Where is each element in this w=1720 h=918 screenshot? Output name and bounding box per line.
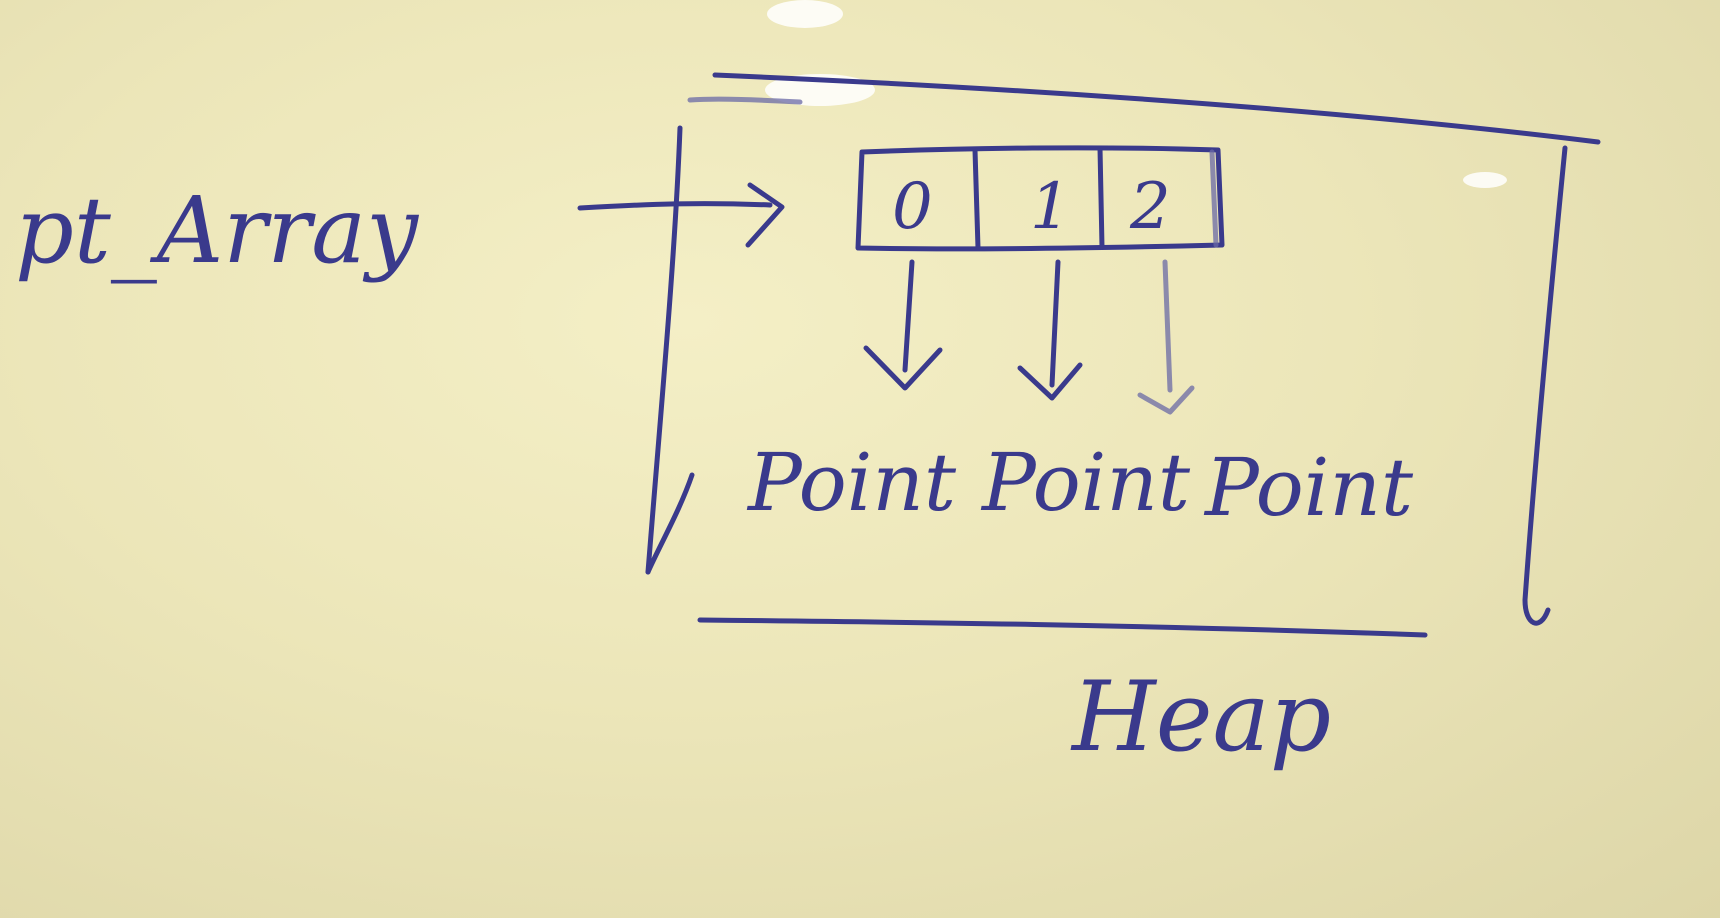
point-object-0: Point: [746, 436, 957, 529]
point-object-1: Point: [980, 436, 1191, 529]
slot-arrow-1: [1017, 259, 1083, 401]
heap-label: Heap: [1070, 661, 1331, 773]
pointer-arrow: [577, 182, 785, 248]
array-box: [855, 145, 1225, 252]
paper-glare: [765, 0, 1507, 188]
heap-region-outline: [645, 72, 1601, 638]
point-object-2: Point: [1203, 441, 1414, 534]
pointer-label: pt_Array: [15, 177, 419, 284]
array-index-2: 2: [1129, 170, 1171, 244]
array-index-0: 0: [892, 170, 933, 244]
slot-arrow-0: [863, 259, 943, 391]
slot-arrow-2: [1137, 259, 1195, 415]
array-index-1: 1: [1030, 170, 1071, 244]
